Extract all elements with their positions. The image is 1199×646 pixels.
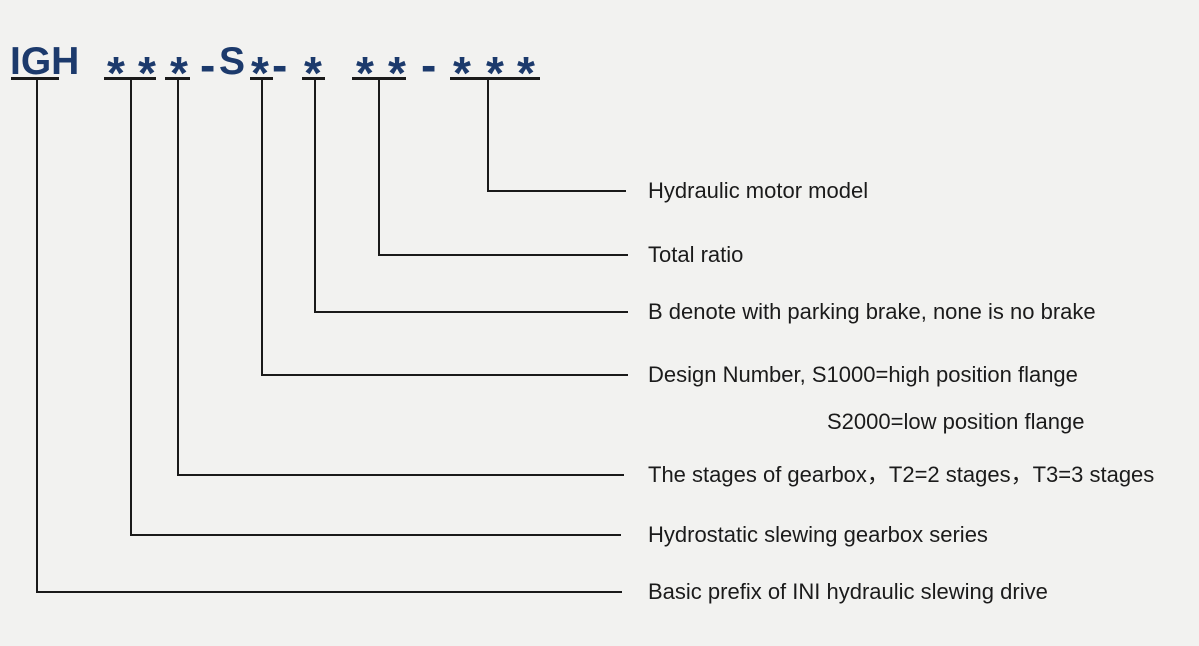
- connector-motor-horizontal: [487, 190, 626, 192]
- code-asterisk: *: [453, 47, 471, 99]
- code-dash: -: [200, 39, 216, 91]
- code-prefix: IGH: [10, 40, 80, 83]
- code-asterisk: *: [388, 47, 406, 99]
- connector-brake-horizontal: [314, 311, 628, 313]
- connector-basic-prefix-vertical: [36, 80, 38, 593]
- underline-motor-group: [450, 77, 540, 80]
- code-design-letter: S: [219, 40, 246, 83]
- code-asterisk: *: [486, 47, 504, 99]
- connector-ratio-vertical: [378, 80, 380, 256]
- connector-stages-vertical: [177, 80, 179, 476]
- label-gearbox-series: Hydrostatic slewing gearbox series: [648, 522, 988, 547]
- connector-design-horizontal: [261, 374, 628, 376]
- code-asterisk: *: [517, 47, 535, 99]
- connector-ratio-horizontal: [378, 254, 628, 256]
- connector-stages-horizontal: [177, 474, 624, 476]
- label-total-ratio: Total ratio: [648, 242, 744, 267]
- connector-design-vertical: [261, 80, 263, 376]
- code-asterisk: *: [138, 47, 156, 99]
- code-dash: -: [421, 39, 437, 91]
- label-parking-brake: B denote with parking brake, none is no …: [648, 299, 1096, 324]
- code-asterisk: *: [170, 47, 188, 99]
- label-basic-prefix: Basic prefix of INI hydraulic slewing dr…: [648, 579, 1048, 604]
- label-hydraulic-motor-model: Hydraulic motor model: [648, 178, 869, 203]
- connector-basic-prefix-horizontal: [36, 591, 622, 593]
- underline-ratio-group: [352, 77, 406, 80]
- connector-brake-vertical: [314, 80, 316, 313]
- connector-series-vertical: [130, 80, 132, 536]
- connector-motor-vertical: [487, 80, 489, 192]
- connector-series-horizontal: [130, 534, 621, 536]
- underline-prefix: [11, 77, 59, 80]
- label-design-number-line2: S2000=low position flange: [827, 409, 1085, 434]
- code-asterisk: *: [356, 47, 374, 99]
- code-asterisk: *: [251, 47, 269, 99]
- underline-series-group: [104, 77, 156, 80]
- code-dash: -: [272, 39, 288, 91]
- underline-stages-group: [165, 77, 190, 80]
- code-asterisk: *: [304, 47, 322, 99]
- underline-design-group: [250, 77, 273, 80]
- label-gearbox-stages: The stages of gearbox，T2=2 stages，T3=3 s…: [648, 462, 1155, 487]
- label-design-number-line1: Design Number, S1000=high position flang…: [648, 362, 1078, 387]
- underline-brake-group: [302, 77, 325, 80]
- code-asterisk: *: [107, 47, 125, 99]
